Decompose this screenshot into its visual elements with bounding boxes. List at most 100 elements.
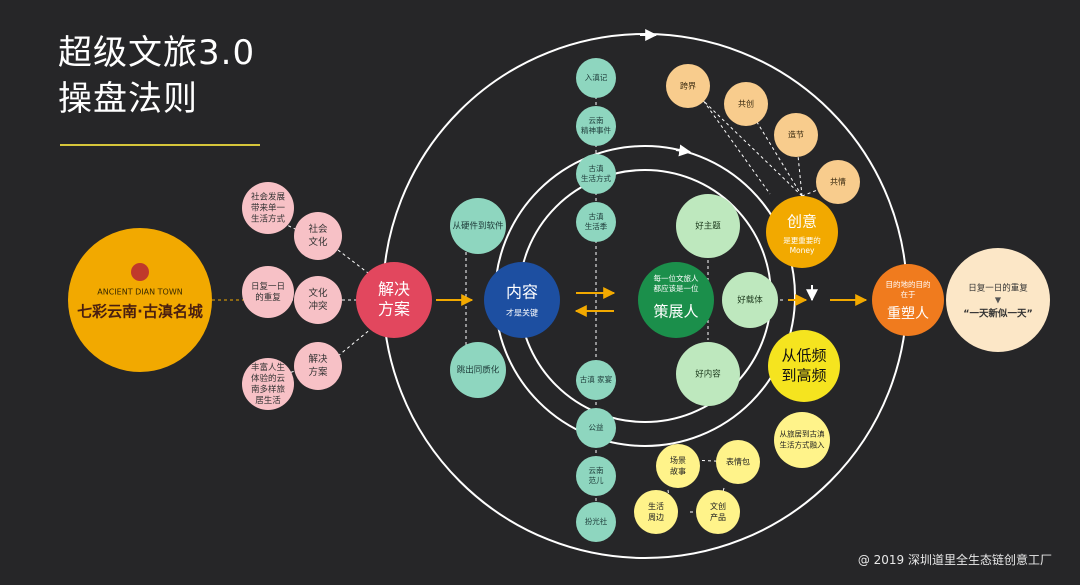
teal-column-circle xyxy=(576,456,616,496)
pink-circle xyxy=(242,182,294,234)
copyright-text: @ 2019 深圳道里全生态链创意工厂 xyxy=(857,553,1052,567)
pink-circle-label: 体验的云 xyxy=(251,373,286,384)
pink-circle-label: 生活方式 xyxy=(251,214,286,225)
orange-circle xyxy=(724,82,768,126)
pink-circle-label: 日复一日 xyxy=(251,281,285,292)
yellow-small-circle xyxy=(634,490,678,534)
yellow-small-label: 文创 xyxy=(710,501,726,511)
creative-title: 创意 xyxy=(787,213,817,231)
curator-satellite-circle xyxy=(676,194,740,258)
pink-circle-label: 社会 xyxy=(308,223,328,235)
content-subtitle: 才是关键 xyxy=(506,308,538,318)
orange-circle-label: 共创 xyxy=(738,99,754,109)
content-satellite-circle xyxy=(450,342,506,398)
yellow-small-label: 表情包 xyxy=(726,457,750,467)
teal-column-circle xyxy=(576,502,616,542)
teal-column-label: 生活方式 xyxy=(581,173,611,183)
transition-label: 生活方式融入 xyxy=(780,440,825,450)
pink-circle-label: 冲突 xyxy=(308,300,328,312)
teal-column-label: 云南 xyxy=(589,115,604,125)
pink-circle-label: 带来单一 xyxy=(251,203,286,214)
logo-circle xyxy=(68,228,212,372)
yellow-small-label: 场景 xyxy=(670,456,686,465)
title-line-1: 超级文旅3.0 xyxy=(58,33,256,73)
transition-label: 从旅居到古滇 xyxy=(780,429,825,439)
pink-circle-label: 文化 xyxy=(308,287,328,299)
curator-satellite-circle xyxy=(676,342,740,406)
teal-column-label: 精神事件 xyxy=(581,125,611,135)
creative-fan-line xyxy=(687,85,803,197)
pink-circle-label: 的重复 xyxy=(255,292,281,303)
connector-dash xyxy=(337,249,373,277)
pink-circle-label: 方案 xyxy=(308,366,328,378)
pink-circle-label: 社会发展 xyxy=(251,192,286,203)
teal-column-label: 入滇记 xyxy=(585,72,608,82)
teal-column-circle xyxy=(576,106,616,146)
teal-column-label: 古滇 xyxy=(589,163,604,173)
yellow-small-circle xyxy=(716,440,760,484)
yellow-small-circle xyxy=(656,444,700,488)
teal-column-label: 扮光社 xyxy=(585,516,608,526)
teal-column-circle xyxy=(576,360,616,400)
teal-column-label: 云南 xyxy=(589,465,604,475)
content-satellite-circle xyxy=(450,198,506,254)
pink-circle xyxy=(242,266,294,318)
pink-circle-label: 南多样旅 xyxy=(251,384,286,395)
final-circle xyxy=(946,248,1050,352)
curator-subtitle: 都应该是一位 xyxy=(654,283,699,293)
creative-fan-line xyxy=(795,134,803,197)
reshape-subtitle: 在于 xyxy=(901,289,916,299)
yellow-small-label: 周边 xyxy=(648,512,664,522)
title-underline xyxy=(60,144,260,146)
middle-ring-arrow xyxy=(675,144,692,157)
transition-circle xyxy=(774,412,830,468)
creative-circle xyxy=(766,196,838,268)
teal-column-circle xyxy=(576,58,616,98)
solution-label: 解决 xyxy=(378,280,410,299)
teal-column-circle xyxy=(576,154,616,194)
curator-satellite-label: 好内容 xyxy=(695,369,721,380)
low-high-label: 从低频 xyxy=(781,347,826,365)
teal-column-label: 生活季 xyxy=(585,221,608,231)
teal-column-circle xyxy=(576,408,616,448)
reshape-title: 重塑人 xyxy=(887,306,929,322)
final-line-1: 日复一日的重复 xyxy=(968,283,1028,294)
pink-circle-label: 解决 xyxy=(308,353,328,365)
yellow-small-label: 故事 xyxy=(670,466,686,476)
pink-circle xyxy=(294,342,342,390)
teal-column-label: 古滇 家宴 xyxy=(580,374,613,384)
curator-subtitle: 每一位文旅人 xyxy=(654,273,699,283)
orange-circle xyxy=(666,64,710,108)
teal-column-label: 公益 xyxy=(589,422,604,432)
pink-circle-label: 文化 xyxy=(308,236,328,248)
orange-circle xyxy=(774,113,818,157)
orange-circle xyxy=(816,160,860,204)
reshape-circle xyxy=(872,264,944,336)
curator-circle xyxy=(638,262,714,338)
final-line-2: “一天新似一天” xyxy=(963,308,1033,320)
logo-text-en: ANCIENT DIAN TOWN xyxy=(97,288,182,297)
teal-column-label: 范儿 xyxy=(589,475,604,485)
pink-circle xyxy=(294,276,342,324)
connector-dash xyxy=(337,327,373,357)
content-satellite-label: 从硬件到软件 xyxy=(452,221,504,232)
logo-text-cn: 七彩云南·古滇名城 xyxy=(77,303,203,321)
curator-title: 策展人 xyxy=(653,303,698,321)
yellow-small-label: 生活 xyxy=(648,501,664,511)
content-circle xyxy=(484,262,560,338)
creative-subtitle: Money xyxy=(790,246,815,255)
yellow-small-label: 产品 xyxy=(710,512,726,522)
teal-column-circle xyxy=(576,202,616,242)
pink-circle xyxy=(294,212,342,260)
pink-circle-label: 丰富人生 xyxy=(251,362,286,373)
orange-circle-label: 共情 xyxy=(830,177,846,187)
pink-circle-label: 居生活 xyxy=(255,395,281,406)
orange-circle-label: 造节 xyxy=(788,130,804,140)
low-high-label: 到高频 xyxy=(781,367,826,385)
teal-column-label: 古滇 xyxy=(589,211,604,221)
low-high-circle xyxy=(768,330,840,402)
content-title: 内容 xyxy=(506,283,538,302)
curator-satellite-label: 好主题 xyxy=(695,221,721,232)
